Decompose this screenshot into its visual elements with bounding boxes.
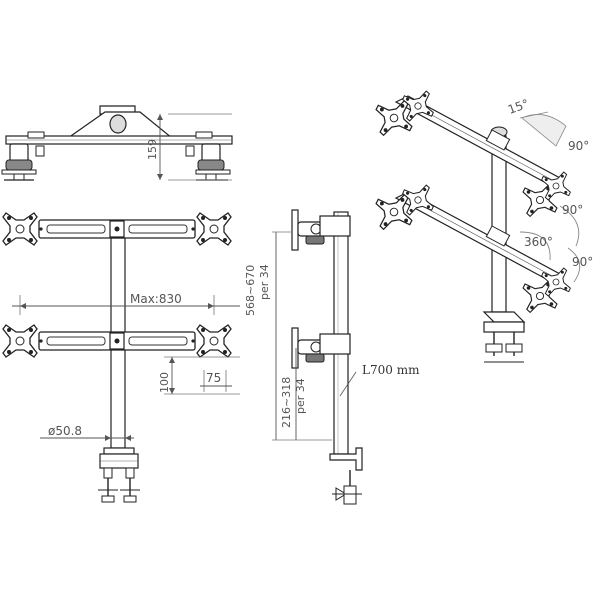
upper-step-dim: per 34 — [258, 264, 271, 300]
pole-length-label: L700 mm — [362, 363, 420, 377]
rotation-angle-b: 90° — [572, 255, 593, 269]
swivel-angle: 90° — [562, 203, 583, 217]
max-span-dim: Max:830 — [130, 292, 182, 306]
rotation-angle: 360° — [524, 235, 553, 249]
tilt-angle: 15° — [506, 97, 531, 117]
lower-range-dim: 216~318 — [280, 377, 293, 428]
clamp-height-dim: 159 — [146, 139, 159, 160]
side-view: 568~670 per 34 216~318 per 34 L700 mm — [244, 209, 420, 505]
isometric-view: 15° 90° 90° 360° 90° — [374, 90, 593, 363]
tilt-angle-b: 90° — [568, 139, 589, 153]
lower-step-dim: per 34 — [294, 378, 307, 414]
pole-diameter-dim: ø50.8 — [48, 424, 82, 438]
top-view: 159 — [1, 105, 233, 181]
vesa-dim: 75 — [206, 371, 221, 385]
upper-range-dim: 568~670 — [244, 265, 257, 316]
arm-spacing-dim: 100 — [158, 372, 171, 393]
front-view: Max:830 100 75 ø50.8 — [2, 212, 240, 503]
